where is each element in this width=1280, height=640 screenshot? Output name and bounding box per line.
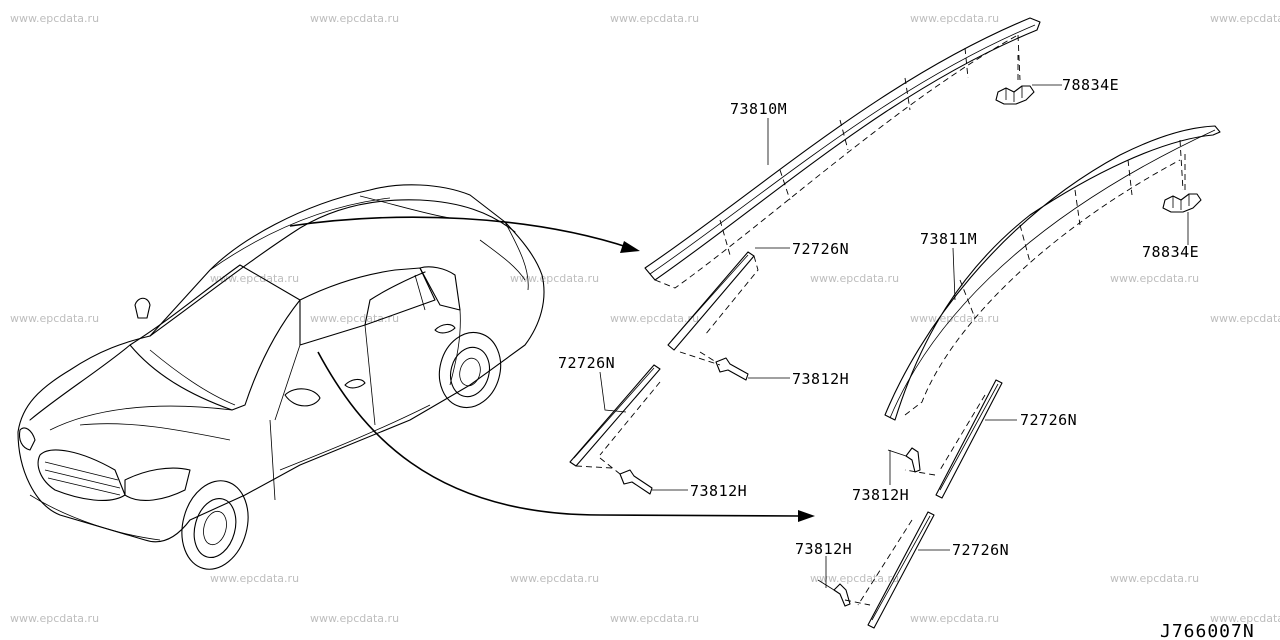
- watermark: www.epcdata.ru: [910, 12, 999, 25]
- label-78834e-1: 78834E: [1062, 76, 1119, 94]
- label-73811m: 73811M: [920, 230, 977, 248]
- watermark: www.epcdata.ru: [310, 612, 399, 625]
- arrow-head-roof: [620, 241, 640, 253]
- watermark: www.epcdata.ru: [1210, 312, 1280, 325]
- watermark: www.epcdata.ru: [510, 572, 599, 585]
- seal-72726n-front-upper: [667, 251, 759, 366]
- diagram-code: J766007N: [1160, 621, 1255, 640]
- watermark: www.epcdata.ru: [1210, 612, 1280, 625]
- watermark: www.epcdata.ru: [910, 312, 999, 325]
- watermark: www.epcdata.ru: [10, 312, 99, 325]
- label-73812h-3: 73812H: [852, 486, 909, 504]
- seal-72726n-rear-lower: [844, 511, 935, 629]
- watermark: www.epcdata.ru: [1110, 572, 1199, 585]
- pointer-arrows: [289, 216, 815, 522]
- arrow-roof: [289, 216, 631, 249]
- car-illustration: [17, 184, 545, 570]
- watermark: www.epcdata.ru: [10, 12, 99, 25]
- watermark: www.epcdata.ru: [10, 612, 99, 625]
- watermark: www.epcdata.ru: [910, 612, 999, 625]
- watermark: www.epcdata.ru: [810, 272, 899, 285]
- watermark: www.epcdata.ru: [610, 312, 699, 325]
- screw-73812h-1: [699, 351, 749, 381]
- leader-lines: [599, 84, 1189, 588]
- label-72726n-3: 72726N: [1020, 411, 1077, 429]
- label-78834e-2: 78834E: [1142, 243, 1199, 261]
- label-72726n-4: 72726N: [952, 541, 1009, 559]
- arrow-head-door: [798, 510, 815, 522]
- label-73812h-4: 73812H: [795, 540, 852, 558]
- watermark: www.epcdata.ru: [610, 612, 699, 625]
- seal-72726n-front-lower: [569, 364, 661, 469]
- watermark: www.epcdata.ru: [510, 272, 599, 285]
- watermarks: www.epcdata.ru www.epcdata.ru www.epcdat…: [10, 12, 1280, 625]
- watermark: www.epcdata.ru: [1110, 272, 1199, 285]
- screw-73812h-2: [599, 457, 653, 495]
- label-72726n-1: 72726N: [792, 240, 849, 258]
- clip-78834e-1: [995, 55, 1035, 105]
- moulding-rh: [644, 17, 1041, 289]
- clip-78834e-2: [1162, 150, 1202, 213]
- arrow-door: [317, 351, 801, 517]
- watermark: www.epcdata.ru: [310, 12, 399, 25]
- label-73812h-2: 73812H: [690, 482, 747, 500]
- screw-73812h-3: [887, 447, 921, 473]
- label-73810m: 73810M: [730, 100, 787, 118]
- watermark: www.epcdata.ru: [1210, 12, 1280, 25]
- watermark: www.epcdata.ru: [210, 572, 299, 585]
- label-73812h-1: 73812H: [792, 370, 849, 388]
- watermark: www.epcdata.ru: [610, 12, 699, 25]
- part-labels: 73810M 78834E 72726N 73811M 78834E 72726…: [558, 76, 1199, 559]
- seal-72726n-rear-upper: [904, 379, 1003, 499]
- label-72726n-2: 72726N: [558, 354, 615, 372]
- moulding-lh: [884, 125, 1221, 421]
- watermark: www.epcdata.ru: [310, 312, 399, 325]
